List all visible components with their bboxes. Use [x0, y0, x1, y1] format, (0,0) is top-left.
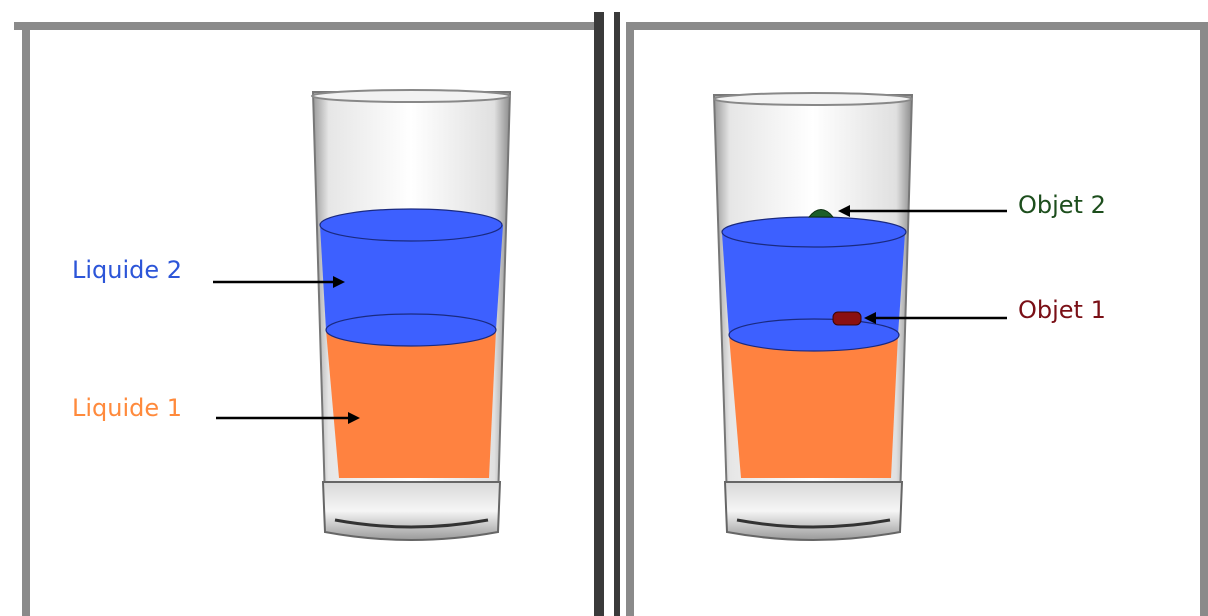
liquide-2-surface — [320, 209, 502, 241]
left-panel-svg: Liquide 2 Liquide 1 — [0, 0, 604, 616]
glass-base — [725, 482, 902, 540]
liquide-interface — [326, 314, 496, 346]
glass — [714, 93, 912, 540]
frame-left — [22, 22, 30, 616]
frame-right — [594, 12, 604, 616]
frame-right — [1200, 22, 1208, 616]
liquide-1-region — [729, 335, 898, 478]
glass — [312, 90, 510, 540]
label-liquide-2: Liquide 2 — [72, 256, 182, 284]
liquide-interface — [729, 319, 899, 351]
frame-left-divider — [614, 12, 620, 616]
left-panel: Liquide 2 Liquide 1 — [0, 0, 604, 616]
liquide-1-region — [326, 330, 496, 478]
glass-rim — [714, 93, 912, 105]
frame-top — [626, 22, 1204, 30]
right-panel: Objet 2 Objet 1 — [604, 0, 1208, 616]
label-objet-2: Objet 2 — [1018, 191, 1106, 219]
glass-base — [323, 482, 500, 540]
objet-1-shape — [833, 312, 861, 325]
frame-top — [14, 22, 600, 30]
right-panel-svg: Objet 2 Objet 1 — [604, 0, 1208, 616]
liquide-2-surface — [722, 217, 906, 247]
glass-rim — [312, 90, 510, 102]
label-liquide-1: Liquide 1 — [72, 394, 182, 422]
frame-left — [626, 22, 634, 616]
label-objet-1: Objet 1 — [1018, 296, 1106, 324]
